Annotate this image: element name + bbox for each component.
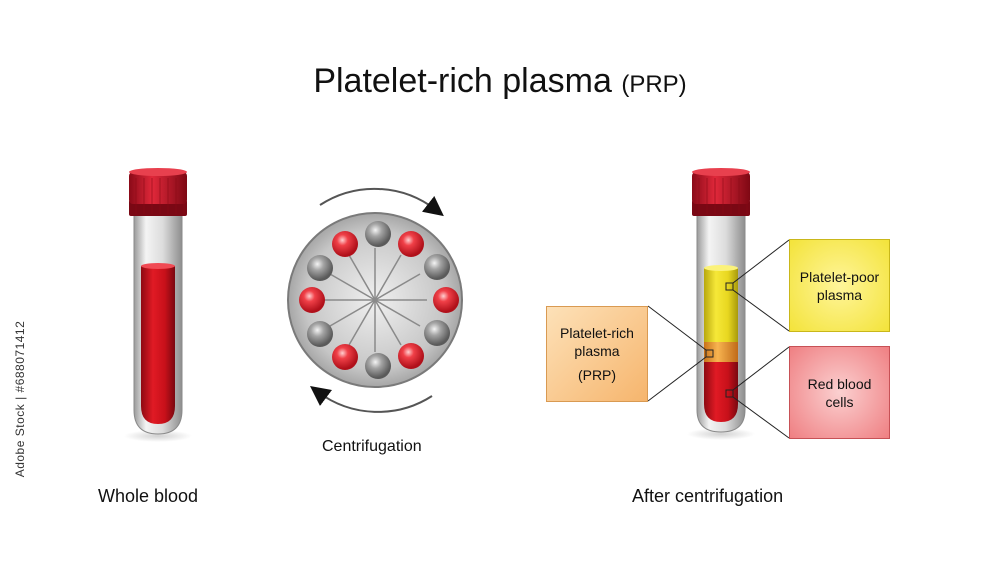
after-centrifugation-label: After centrifugation: [632, 486, 784, 506]
prp-callout-line2: plasma: [574, 343, 620, 359]
prp-layer: [704, 342, 738, 366]
prp-callout-line3: (PRP): [577, 367, 617, 383]
rbc-callout: Red blood cells: [789, 346, 890, 439]
ppp-callout: Platelet-poor plasma: [789, 239, 890, 332]
prp-callout-line1: Platelet-rich: [560, 325, 634, 341]
rotor-spokes: [323, 248, 427, 352]
rbc-layer: [704, 362, 738, 422]
title-sub: (PRP): [621, 71, 687, 98]
ppp-callout-line2: plasma: [816, 286, 863, 303]
rotor-beads: [299, 221, 459, 379]
whole-blood-tube-icon: [124, 168, 192, 442]
plasma-layer: [704, 268, 738, 346]
separated-tube-icon: [687, 168, 755, 440]
stock-id-text: Adobe Stock | #688071412: [13, 320, 27, 478]
prp-callout: Platelet-rich plasma (PRP): [546, 306, 648, 402]
centrifugation-label: Centrifugation: [322, 438, 422, 455]
ppp-callout-line1: Platelet-poor: [799, 268, 880, 285]
callout-leaders: [647, 239, 790, 439]
centrifuge-rotor-icon: [287, 212, 463, 388]
page-title: Platelet-rich plasma (PRP): [0, 62, 1000, 101]
whole-blood-label: Whole blood: [98, 486, 199, 506]
rbc-callout-line1: Red blood: [807, 375, 872, 392]
rotation-arrow-icon: [309, 187, 444, 413]
rbc-callout-line2: cells: [825, 393, 854, 410]
title-main: Platelet-rich plasma: [313, 62, 612, 100]
